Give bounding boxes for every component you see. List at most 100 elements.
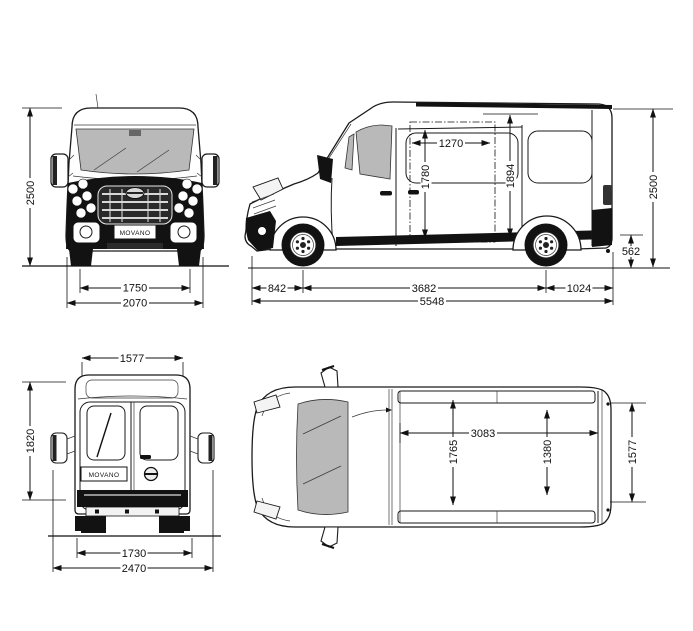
wheel-front-left <box>69 249 93 266</box>
door-handle <box>380 191 392 196</box>
roof-cap <box>85 379 179 399</box>
wiper <box>93 147 127 171</box>
wiper <box>302 465 342 485</box>
side-view: 1270 1780 1894 2500 562 <box>244 101 673 308</box>
wheel-rear-right <box>159 516 184 533</box>
van-rear-drawing: MOVANO <box>48 374 221 537</box>
dim-label-door-height: 1820 <box>25 429 37 453</box>
mirror-right <box>195 153 220 188</box>
antenna <box>95 93 99 109</box>
dim-rear-upper-width: 1577 <box>81 352 184 376</box>
quarter-window <box>344 133 355 171</box>
dim-label-overall-length: 5548 <box>420 296 444 308</box>
taillight <box>603 185 612 205</box>
wheel-rear <box>524 223 568 267</box>
license-plate <box>113 224 157 240</box>
dim-label-load-width: 1765 <box>448 440 460 464</box>
headlight-left <box>67 178 97 219</box>
sliding-door-handle <box>408 190 419 195</box>
dim-front-track-width: 1750 <box>79 269 191 295</box>
dim-load-width: 1765 <box>448 399 460 506</box>
door-window <box>355 124 393 180</box>
dim-rear-width: 1577 <box>610 402 646 503</box>
rear-window-left <box>86 405 126 461</box>
dim-sliding-door-height: 1780 <box>420 129 432 239</box>
rear-wiper <box>96 412 112 458</box>
wiper <box>302 415 342 435</box>
roof-rail-top <box>397 390 596 404</box>
dim-label-door-width: 1270 <box>439 138 463 150</box>
dim-label-arch-width: 1380 <box>542 440 554 464</box>
dim-label-front-height: 2500 <box>25 181 37 205</box>
fog-lamp-right <box>169 221 198 244</box>
dim-rear-door-height: 1820 <box>22 381 66 501</box>
mirror-top <box>320 365 339 388</box>
door-hinge <box>606 508 610 512</box>
dim-label-frame-height: 562 <box>622 246 640 258</box>
dim-length-group: 842 3682 1024 5548 <box>251 252 614 308</box>
license-plate <box>80 466 128 482</box>
wiper <box>136 149 170 173</box>
mirror-right <box>189 432 215 464</box>
sliding-door-panel <box>405 132 519 184</box>
dim-load-length: 3083 <box>399 423 599 443</box>
wheel-rear-left <box>81 516 106 533</box>
dim-label-rear-width: 1577 <box>627 440 639 464</box>
dim-label-rear-overhang: 1024 <box>567 283 591 295</box>
dim-label-door-height: 1780 <box>420 165 432 189</box>
van-front-drawing: MOVANO <box>22 93 229 267</box>
dim-front-overall-height: 2500 <box>22 107 62 267</box>
rear-bumper-corner <box>592 208 612 247</box>
dim-label-rear-track: 1730 <box>122 548 146 560</box>
dim-label-mirror-width: 2470 <box>122 563 146 575</box>
roof-rail-bottom <box>397 510 596 524</box>
windshield <box>75 128 195 175</box>
van-side-drawing <box>244 101 670 269</box>
dim-rear-track: 1730 <box>76 538 193 560</box>
lower-mesh <box>107 243 163 249</box>
grille <box>97 185 173 225</box>
fog-lamp <box>257 226 267 236</box>
dim-label-front-track: 1750 <box>123 283 147 295</box>
windshield <box>296 399 349 515</box>
mirror <box>317 155 333 183</box>
dim-side-overall-height: 2500 <box>613 108 673 268</box>
dim-front-body-width: 2070 <box>66 257 204 310</box>
mirror-left <box>50 153 75 188</box>
rear-window-right <box>139 405 179 461</box>
antenna <box>351 409 387 418</box>
top-view: 3083 1765 1380 1577 <box>251 365 646 549</box>
dim-label-load-height: 1894 <box>505 164 517 188</box>
license-plate-text: MOVANO <box>120 230 151 237</box>
door-hinge <box>606 402 610 406</box>
rear-door-handle <box>140 455 151 459</box>
tow-hook <box>606 249 610 253</box>
dim-label-front-width: 2070 <box>123 298 147 310</box>
van-top-drawing <box>251 365 612 549</box>
dim-label-upper-width: 1577 <box>120 353 144 365</box>
dim-label-load-length: 3083 <box>471 428 495 440</box>
dim-label-side-height: 2500 <box>648 175 660 199</box>
front-view: MOVANO 2500 1750 <box>22 93 229 310</box>
dim-width-with-mirrors: 2470 <box>52 470 214 575</box>
interior-mirror <box>129 130 141 136</box>
door-opening-outline <box>409 121 496 243</box>
headlight-right <box>253 500 281 520</box>
license-plate-text: MOVANO <box>89 472 120 479</box>
dim-label-front-overhang: 842 <box>268 283 286 295</box>
dim-frame-height: 562 <box>619 234 643 269</box>
dim-label-wheelbase: 3682 <box>412 283 436 295</box>
headlight-right <box>173 178 203 219</box>
wheel-front-right <box>177 249 201 266</box>
dim-width-between-arches: 1380 <box>542 409 554 496</box>
rear-view: MOVANO 1577 <box>22 352 221 575</box>
roof-strip <box>416 102 612 109</box>
headlight <box>252 177 284 201</box>
wheel-front <box>281 223 325 267</box>
rear-bumper-band <box>77 490 188 507</box>
mirror-bottom <box>320 526 339 549</box>
mirror-left <box>50 432 76 464</box>
fog-lamp-left <box>72 221 101 244</box>
dim-load-height: 1894 <box>483 113 538 238</box>
